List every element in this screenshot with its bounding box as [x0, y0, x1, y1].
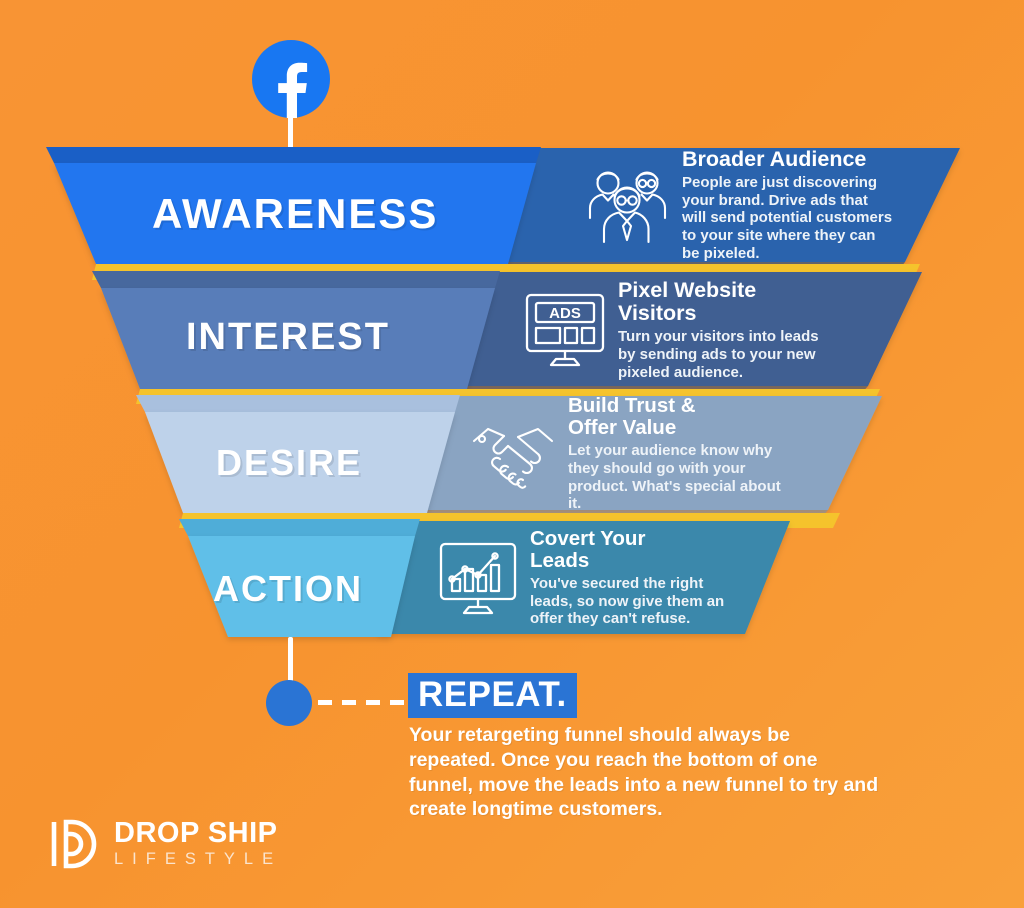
ads-monitor-icon: ADS	[524, 292, 606, 368]
info-panel-interest: ADS Pixel Website Visitors Turn your vis…	[506, 276, 882, 384]
repeat-label: REPEAT.	[418, 675, 567, 714]
panel-title-desire-line2: Offer Value	[568, 416, 677, 440]
funnel-label-interest: INTEREST	[186, 316, 390, 358]
repeat-badge: REPEAT.	[408, 673, 577, 718]
repeat-body-text: Your retargeting funnel should always be…	[409, 724, 879, 821]
facebook-f-icon	[252, 40, 330, 118]
facebook-circle	[252, 40, 330, 118]
band-bevel-awareness	[46, 147, 541, 163]
panel-body-awareness: People are just discovering your brand. …	[682, 173, 893, 262]
funnel-label-awareness: AWARENESS	[152, 190, 439, 237]
panel-title-desire-line1: Build Trust &	[568, 394, 696, 417]
funnel-top-stem	[288, 112, 293, 152]
panel-body-action: You've secured the right leads, so now g…	[530, 575, 725, 628]
circle-node-icon	[266, 680, 312, 726]
panel-shadow-interest	[455, 386, 868, 394]
brand-logo: DROP SHIP LIFESTYLE	[48, 818, 282, 870]
dashed-line-icon	[318, 700, 408, 705]
funnel-label-action: ACTION	[213, 568, 363, 609]
panel-title-awareness: Broader Audience	[682, 146, 867, 171]
svg-text:ADS: ADS	[549, 305, 581, 322]
chart-monitor-icon	[438, 541, 518, 615]
panel-body-desire: Let your audience know why they should g…	[568, 442, 781, 513]
info-panel-awareness: Broader Audience People are just discove…	[566, 146, 942, 262]
facebook-node	[252, 40, 330, 118]
logo-tagline: LIFESTYLE	[114, 849, 283, 868]
info-panel-desire: Build Trust & Offer Value Let your audie…	[452, 394, 828, 512]
info-panel-action: Covert Your Leads You've secured the rig…	[420, 524, 776, 632]
funnel-label-desire: DESIRE	[216, 442, 363, 483]
panel-title-action-line2: Leads	[530, 548, 590, 572]
band-bevel-interest	[92, 271, 500, 288]
dropship-d-monogram-icon	[48, 818, 100, 870]
panel-title-action-line1: Covert Your	[530, 526, 646, 550]
band-bevel-desire	[136, 395, 460, 412]
band-bevel-action	[179, 519, 420, 536]
panel-body-interest: Turn your visitors into leads by sending…	[618, 328, 819, 381]
panel-shadow-awareness	[500, 262, 905, 271]
three-people-icon	[584, 166, 670, 244]
panel-title-interest: Pixel Website Visitors	[618, 277, 757, 325]
funnel-bottom-stem	[288, 637, 293, 683]
logo-name: DROP SHIP	[114, 817, 278, 850]
handshake-icon	[470, 417, 556, 491]
